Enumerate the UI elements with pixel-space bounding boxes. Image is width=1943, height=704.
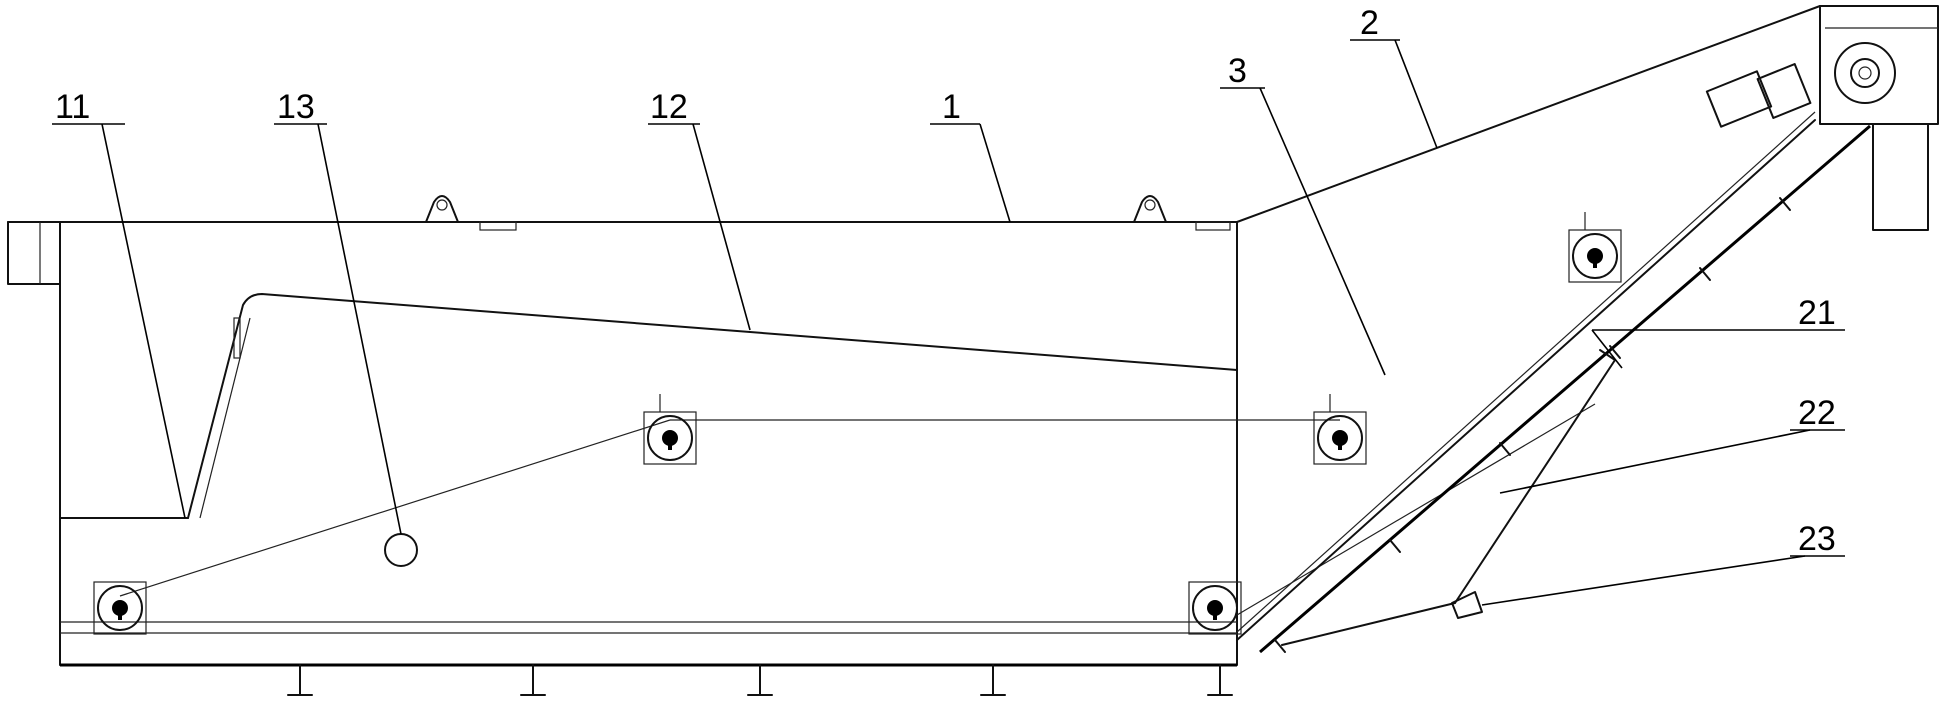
drain-hole bbox=[384, 533, 418, 567]
top-bracket bbox=[479, 221, 517, 231]
discharge-hopper bbox=[1281, 349, 1616, 646]
support-leg bbox=[287, 664, 313, 696]
drive-motor bbox=[1705, 42, 1896, 128]
inner-inclined-plate bbox=[187, 293, 1238, 519]
callout-2: 2 bbox=[1360, 4, 1379, 42]
callout-13: 13 bbox=[277, 88, 315, 126]
support-leg bbox=[747, 664, 773, 696]
callout-11: 11 bbox=[55, 88, 90, 126]
leader-lines bbox=[52, 39, 1845, 606]
sprocket-wheel bbox=[1313, 394, 1367, 465]
top-bracket bbox=[1195, 221, 1231, 231]
sprocket-wheel bbox=[93, 581, 147, 635]
support-leg bbox=[1207, 664, 1233, 696]
inclined-conveyor bbox=[1236, 5, 1939, 654]
sprocket-wheel bbox=[1188, 581, 1242, 635]
sprocket-wheel bbox=[1568, 212, 1622, 283]
callout-3: 3 bbox=[1228, 52, 1247, 90]
lifting-lug bbox=[1133, 195, 1167, 223]
callout-22: 22 bbox=[1798, 394, 1836, 432]
callout-21: 21 bbox=[1798, 294, 1836, 332]
support-leg bbox=[980, 664, 1006, 696]
tank-body bbox=[7, 221, 1238, 667]
callout-1: 1 bbox=[942, 88, 961, 126]
lifting-lug bbox=[425, 195, 459, 223]
support-leg bbox=[520, 664, 546, 696]
callout-23: 23 bbox=[1798, 520, 1836, 558]
callout-12: 12 bbox=[650, 88, 688, 126]
sprocket-wheel bbox=[643, 394, 697, 465]
